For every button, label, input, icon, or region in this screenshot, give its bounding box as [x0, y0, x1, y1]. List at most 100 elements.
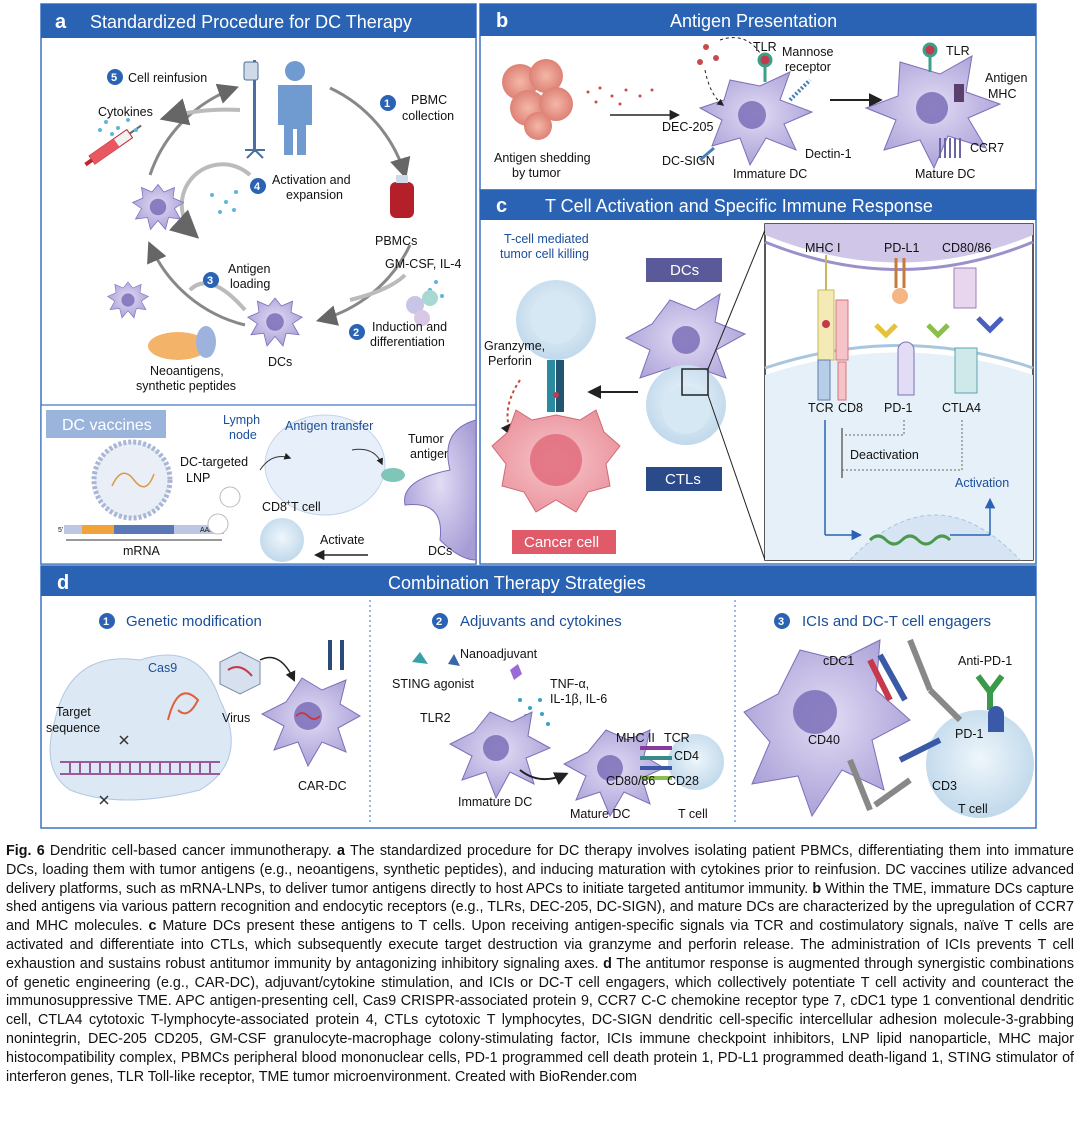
cas9-label: Cas9 [148, 661, 177, 675]
tumor-antigen-label-2: antigen [410, 447, 451, 461]
sub3-title: ICIs and DC-T cell engagers [802, 613, 991, 630]
caption-intro: Dendritic cell-based cancer immunotherap… [44, 843, 337, 859]
mhc1-label: MHC I [805, 241, 840, 255]
tnf-label-1: TNF-α, [550, 677, 589, 691]
perforin-label: Perforin [488, 354, 532, 368]
figure-caption: Fig. 6 Dendritic cell-based cancer immun… [6, 842, 1074, 1086]
step-1: 1 PBMC collection [380, 93, 454, 123]
dec205-label: DEC-205 [662, 120, 713, 134]
step-5: 5 Cell reinfusion [107, 69, 207, 85]
activation-label: Activation [955, 476, 1009, 490]
panel-a-letter: a [55, 11, 67, 33]
car-dc-label: CAR-DC [298, 779, 347, 793]
engager-icon [847, 638, 963, 812]
tcr-d-label: TCR [664, 731, 690, 745]
scissors-icon [99, 735, 129, 805]
panel-c: c T Cell Activation and Specific Immune … [479, 189, 1037, 565]
sting-label: STING agonist [392, 677, 475, 691]
virus-label: Virus [222, 711, 250, 725]
sub1-title: Genetic modification [126, 613, 262, 630]
caption-label-a: a [337, 843, 345, 859]
neoantigens-label-1: Neoantigens, [150, 364, 224, 378]
step-5-label: Cell reinfusion [128, 71, 207, 85]
step-3-label-1: Antigen [228, 262, 270, 276]
caption-label-b: b [812, 880, 822, 897]
pd1-label: PD-1 [884, 401, 913, 415]
antigen-label: Antigen [985, 71, 1027, 85]
tcell-d-label: T cell [678, 807, 708, 821]
activate-label: Activate [320, 533, 365, 547]
figure-6-diagram: a Standardized Procedure for DC Therapy [40, 3, 1037, 829]
caption-label-c: c [148, 918, 157, 935]
pd1-d-label: PD-1 [955, 727, 984, 741]
panel-d: d Combination Therapy Strategies 1 Genet… [40, 565, 1037, 829]
pbmcs-label: PBMCs [375, 234, 417, 248]
step-3-label-2: loading [230, 277, 270, 291]
sub3-number: 3 [778, 616, 784, 628]
step-1-label-2: collection [402, 109, 454, 123]
panel-b-title: Antigen Presentation [670, 11, 837, 31]
synapse-d2-icon [640, 746, 672, 780]
step-4-number: 4 [254, 181, 261, 193]
ccr7-icon [939, 138, 961, 158]
virus-icon [219, 651, 261, 695]
tcr-label: TCR [808, 401, 834, 415]
mrna-5-prime: 5' [58, 527, 63, 534]
step-2-label-2: differentiation [370, 335, 445, 349]
lymph-node-label-1: Lymph [223, 413, 260, 427]
shed-antigen-dots [586, 44, 719, 106]
dectin1-label: Dectin-1 [805, 147, 852, 161]
cd8-inset-label: CD8 [838, 401, 863, 415]
cd8-superscript: + [286, 498, 291, 507]
dc-sign-label: DC-SIGN [662, 154, 715, 168]
antigen-shedding-label-2: by tumor [512, 166, 561, 180]
tcell-d3-label: T cell [958, 802, 988, 816]
tlr-label: TLR [753, 40, 777, 54]
granzyme-label: Granzyme, [484, 339, 545, 353]
cytokines-label: Cytokines [98, 105, 153, 119]
panel-c-letter: c [496, 195, 507, 217]
dcs-vaccine-label: DCs [428, 544, 452, 558]
tnf-label-2: IL-1β, IL-6 [550, 692, 607, 706]
blood-bag-icon [390, 175, 414, 218]
gm-csf-label: GM-CSF, IL-4 [385, 257, 461, 271]
sub1-number: 1 [103, 616, 109, 628]
step-5-number: 5 [111, 72, 117, 84]
step-1-label-1: PBMC [411, 93, 447, 107]
lnp-label-2: LNP [186, 471, 210, 485]
cd4-label: CD4 [674, 749, 699, 763]
cd40-label: CD40 [808, 733, 840, 747]
mannose-label-1: Mannose [782, 45, 833, 59]
dc-vaccines-box: DC vaccines DC-targeted LNP 5' AAA-3' mR… [40, 404, 477, 565]
mhc-label: MHC [988, 87, 1016, 101]
step-3: 3 Antigen loading [203, 262, 270, 291]
step-1-number: 1 [384, 98, 390, 110]
cdc1-label: cDC1 [823, 654, 854, 668]
mrna-label: mRNA [123, 544, 160, 558]
nanoadjuvant-label: Nanoadjuvant [460, 647, 538, 661]
tumor-icon [502, 59, 573, 140]
immature-dc-label: Immature DC [733, 167, 807, 181]
tlr2-label: TLR2 [420, 711, 451, 725]
step-4-label-1: Activation and [272, 173, 351, 187]
pbmc-cells-icon [406, 290, 438, 326]
mannose-label-2: receptor [785, 60, 831, 74]
target-label-1: Target [56, 705, 91, 719]
tlr-mature-label: TLR [946, 44, 970, 58]
caption-text-c: Mature DCs present these antigens to T c… [6, 918, 1074, 972]
pdl1-label: PD-L1 [884, 241, 919, 255]
dcs-label: DCs [268, 355, 292, 369]
panel-a: a Standardized Procedure for DC Therapy [40, 3, 477, 565]
panel-d-letter: d [57, 572, 69, 594]
mhc2-label: MHC II [616, 731, 655, 745]
dc-vaccines-title: DC vaccines [62, 417, 152, 434]
cd80-86-label: CD80/86 [942, 241, 991, 255]
immature-dc-d-label: Immature DC [458, 795, 532, 809]
tumor-antigen-label-1: Tumor [408, 432, 444, 446]
dna-strand-icon [60, 761, 220, 775]
antigen-shedding-label-1: Antigen shedding [494, 151, 591, 165]
panel-b-letter: b [496, 10, 508, 32]
step-2-number: 2 [353, 327, 359, 339]
mature-dc-d-label: Mature DC [570, 807, 630, 821]
panel-c-title: T Cell Activation and Specific Immune Re… [545, 196, 933, 216]
